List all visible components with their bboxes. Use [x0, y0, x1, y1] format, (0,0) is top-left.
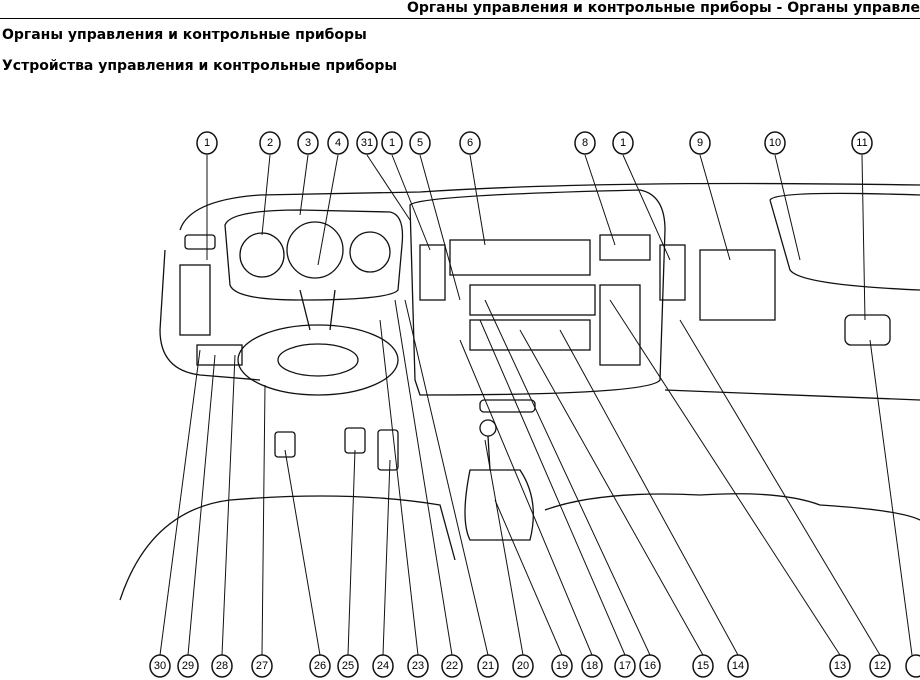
callout-number: 28: [216, 660, 228, 672]
accelerator-pedal: [377, 429, 399, 471]
callout-circle: [581, 654, 603, 678]
callout-number: 10: [769, 137, 781, 149]
callout-circle: [459, 131, 481, 155]
callout-circle: [356, 131, 378, 155]
callout-number: 1: [389, 137, 395, 149]
callout-circle: [829, 654, 851, 678]
tachometer: [239, 232, 285, 278]
callout-circle: [512, 654, 534, 678]
callout-circle: [477, 654, 499, 678]
callout-number: 6: [467, 137, 473, 149]
callout-number: 20: [517, 660, 529, 672]
callout-number: 25: [342, 660, 354, 672]
instrument-cluster: [224, 209, 404, 301]
callout-circle: [211, 654, 233, 678]
callout-number: 13: [834, 660, 846, 672]
callout-number: 17: [619, 660, 631, 672]
callout-number: 8: [582, 137, 588, 149]
callout-circle: [764, 131, 786, 155]
fuel-temp-gauge: [349, 231, 391, 273]
callout-circle: [297, 131, 319, 155]
callout-circle: [407, 654, 429, 678]
callout-circle: [381, 131, 403, 155]
speedometer: [286, 221, 344, 279]
callout-circle: [309, 654, 331, 678]
callout-circle: [409, 131, 431, 155]
dash-top-line: [179, 182, 920, 231]
callout-number: 22: [446, 660, 458, 672]
callout-circle: [259, 131, 281, 155]
callout-number: 9: [697, 137, 703, 149]
header-rule: [0, 18, 920, 19]
callout-circle: [177, 654, 199, 678]
callout-number: 15: [697, 660, 709, 672]
callout-circle: [149, 654, 171, 678]
callout-number: 24: [377, 660, 389, 672]
callout-number: 31: [361, 137, 373, 149]
callout-number: 1: [620, 137, 626, 149]
callout-circle: [372, 654, 394, 678]
callout-circle: [727, 654, 749, 678]
callout-circle: [614, 654, 636, 678]
subsection-title: Устройства управления и контрольные приб…: [2, 58, 398, 74]
callout-number: 18: [586, 660, 598, 672]
callout-number: 1: [204, 137, 210, 149]
callout-number: 30: [154, 660, 166, 672]
running-header: Органы управления и контрольные приборы …: [406, 0, 920, 16]
callout-number: 5: [417, 137, 423, 149]
callout-circle: [851, 131, 873, 155]
callout-number: 19: [556, 660, 568, 672]
clutch-pedal: [274, 431, 296, 458]
callout-number: 4: [335, 137, 341, 149]
callout-number: 11: [856, 137, 867, 149]
callout-number: 16: [644, 660, 656, 672]
leader-lines: [159, 154, 913, 656]
callout-circle: [692, 654, 714, 678]
callout-circle: [639, 654, 661, 678]
glovebox: [769, 192, 920, 291]
callout-number: 12: [874, 660, 886, 672]
callout-circle: [869, 654, 891, 678]
callout-circle: [196, 131, 218, 155]
seats: [119, 493, 920, 601]
gear-knob: [479, 419, 497, 437]
callout-number: 27: [256, 660, 268, 672]
callout-circle: [689, 131, 711, 155]
callout-circle: [612, 131, 634, 155]
callout-number: 26: [314, 660, 326, 672]
gear-boot: [464, 435, 534, 541]
callout-circle: [551, 654, 573, 678]
callout-number: 23: [412, 660, 424, 672]
callout-number: 3: [305, 137, 311, 149]
radio-unit: [449, 239, 591, 276]
callout-circle: [251, 654, 273, 678]
callout-circle: [574, 131, 596, 155]
steering-wheel: [237, 324, 399, 396]
section-title: Органы управления и контрольные приборы: [2, 27, 367, 43]
callout-circle: [905, 654, 920, 678]
callout-number: 29: [182, 660, 194, 672]
brake-pedal: [344, 427, 366, 454]
display-panel: [699, 249, 776, 321]
callout-circle: [441, 654, 463, 678]
callout-number: 21: [482, 660, 494, 672]
callout-number: 2: [267, 137, 273, 149]
center-console: [409, 189, 666, 396]
callout-circle: [337, 654, 359, 678]
callout-circle: [327, 131, 349, 155]
callout-number: 14: [732, 660, 744, 672]
